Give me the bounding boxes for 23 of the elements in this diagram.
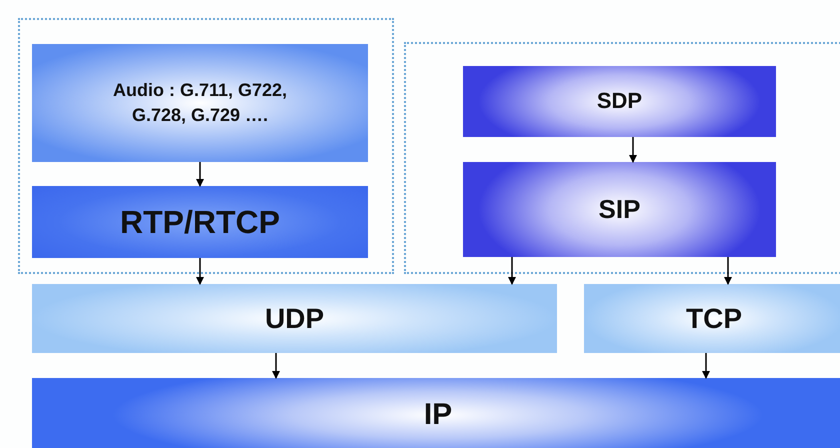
layer-label: TCP	[685, 302, 743, 336]
layer-box	[32, 186, 368, 258]
arrow	[629, 137, 637, 163]
arrow	[272, 353, 280, 379]
layer-label: UDP	[264, 302, 326, 336]
layer-box	[32, 284, 557, 353]
layer-label: RTP/RTCP	[119, 202, 281, 242]
arrow	[508, 257, 516, 285]
arrow	[196, 162, 204, 187]
layer-box	[32, 378, 840, 448]
layer-label: IP	[422, 397, 454, 433]
layer-box	[584, 284, 840, 353]
layer-box	[463, 162, 776, 257]
arrow	[702, 353, 710, 379]
arrow	[196, 258, 204, 285]
layer-box	[463, 66, 776, 137]
arrow	[724, 257, 732, 285]
layer-label: SDP	[596, 87, 644, 116]
layer-label: Audio : G.711, G722, G.728, G.729 ….	[112, 78, 288, 127]
layer-box	[32, 44, 368, 162]
dotted-group-frame	[404, 42, 840, 274]
layer-label: SIP	[598, 193, 642, 226]
dotted-group-frame	[18, 18, 394, 274]
